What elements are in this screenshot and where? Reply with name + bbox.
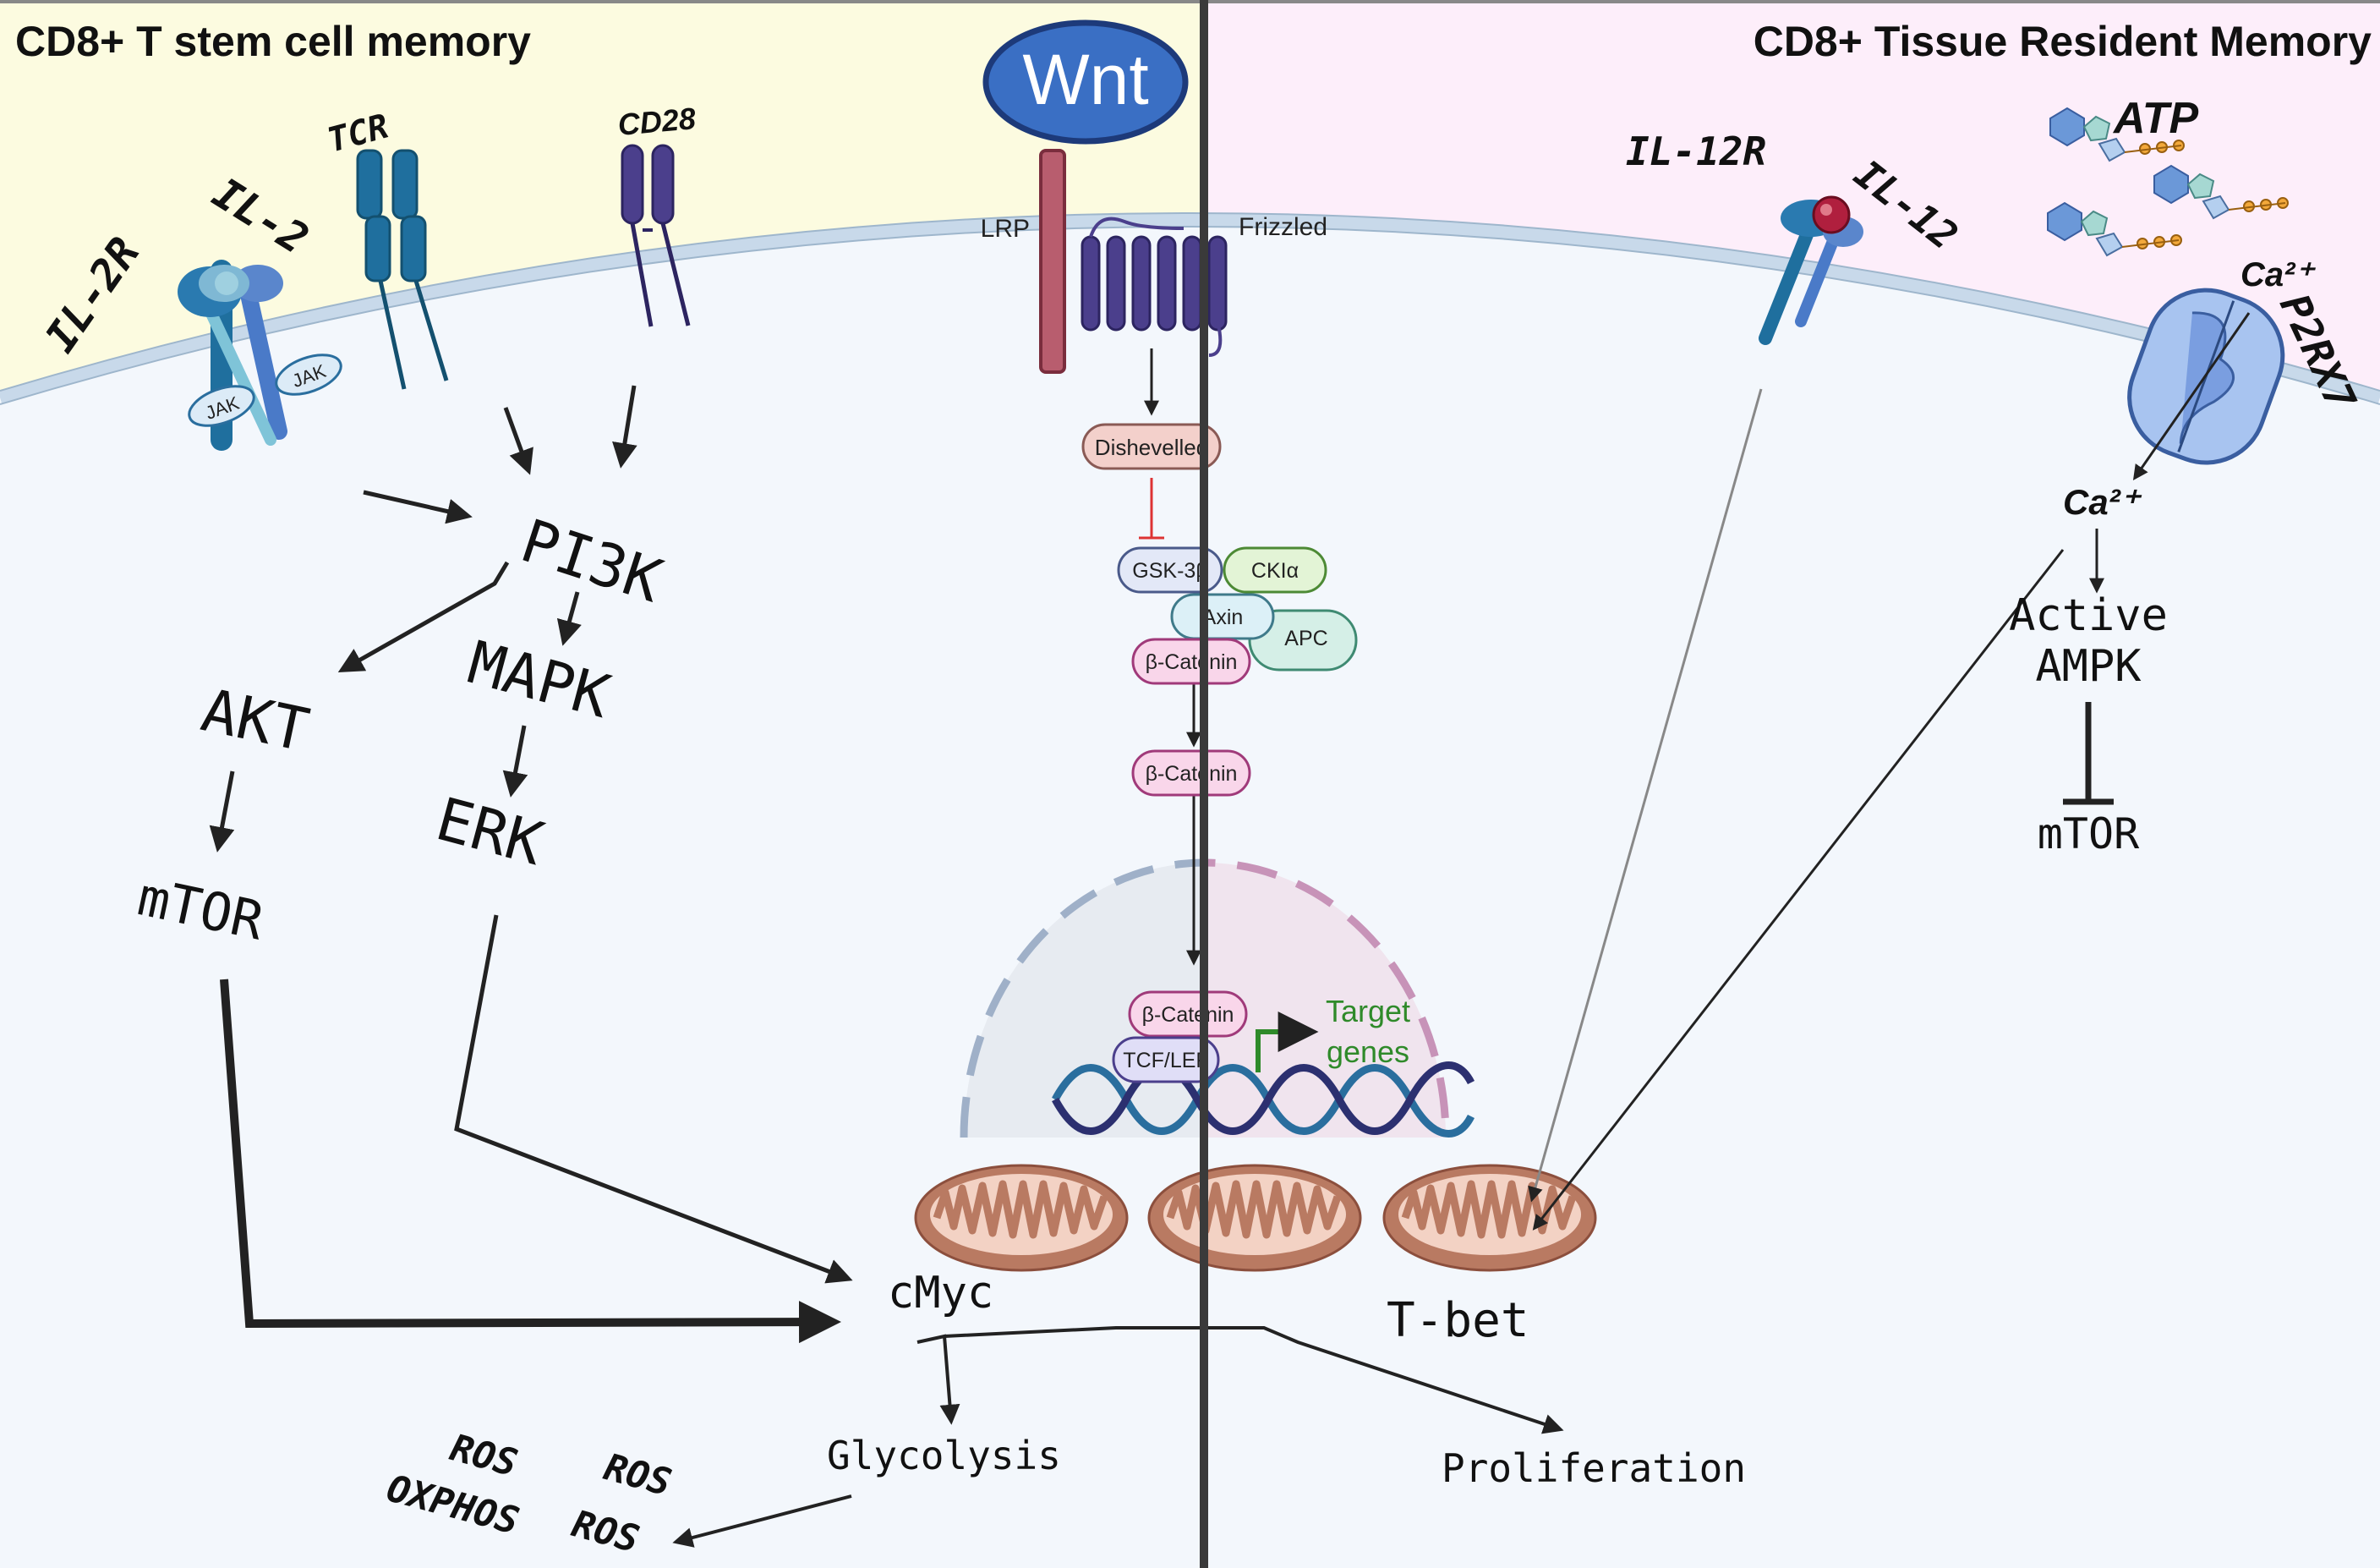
glycolysis-node: Glycolysis xyxy=(827,1433,1061,1478)
atp-molecules-icon xyxy=(2047,107,2289,257)
lrp-receptor: LRP xyxy=(981,149,1066,374)
atp-label: ATP xyxy=(2112,94,2198,143)
dishevelled-node: Dishevelled xyxy=(1081,423,1222,470)
active-label: Active xyxy=(2009,590,2168,641)
frizzled-label: Frizzled xyxy=(1239,213,1327,241)
arrow-pi3k-akt xyxy=(337,561,510,672)
arrow-il2r-pi3k xyxy=(363,490,473,524)
cell-membrane xyxy=(0,213,2380,404)
frizzled-receptor xyxy=(1081,217,1228,357)
top-border xyxy=(0,0,2380,3)
dna-helix-icon xyxy=(1052,1061,1475,1138)
dishevelled-label: Dishevelled xyxy=(1095,435,1208,460)
arrow-tcr-pi3k xyxy=(503,407,533,475)
mitochondrion-icon xyxy=(1149,1165,1360,1270)
il12-receptor xyxy=(1759,195,1863,345)
gsk3b-label: GSK-3β xyxy=(1132,559,1207,583)
bcatenin-complex-label: β-Catenin xyxy=(1146,650,1238,674)
ampk-node: AMPK xyxy=(2035,641,2142,692)
mtor-right-node: mTOR xyxy=(2038,809,2140,858)
arrow-cd28-pi3k xyxy=(612,385,637,469)
arrow-pi3k-mapk xyxy=(556,591,582,646)
il12r-label: IL-12R xyxy=(1626,129,1766,174)
arrow-mtor-cmyc xyxy=(220,979,841,1344)
panel-divider xyxy=(1200,0,1208,1568)
arrow-cmyc-proliferation xyxy=(944,1326,1564,1434)
cd28-label: CD28 xyxy=(616,101,697,142)
mitochondrion-icon xyxy=(916,1165,1127,1270)
cd28-receptor xyxy=(621,144,691,327)
arrow-calcium-tbet xyxy=(1532,549,2065,1231)
mitochondrion-icon xyxy=(1384,1165,1595,1270)
calcium-intracellular-label: Ca²⁺ xyxy=(2063,482,2142,522)
target-genes-line2: genes xyxy=(1327,1034,1409,1069)
left-panel-title: CD8+ T stem cell memory xyxy=(15,18,531,65)
target-genes-line1: Target xyxy=(1326,994,1410,1028)
tcr-receptor xyxy=(356,149,449,390)
tcf-lef-label: TCF/LEF xyxy=(1123,1049,1208,1072)
wnt-ligand: Wnt xyxy=(982,19,1189,145)
arrow-mapk-erk xyxy=(502,725,528,798)
cmyc-node: cMyc xyxy=(888,1268,993,1319)
arrow-akt-mtor xyxy=(209,770,235,853)
destruction-complex: APC CKIα GSK-3β Axin β-Catenin xyxy=(1117,546,1358,685)
bcatenin-free: β-Catenin xyxy=(1131,749,1251,797)
arrow-glycolysis-ros xyxy=(672,1494,852,1548)
proliferation-node: Proliferation xyxy=(1442,1445,1746,1491)
lrp-label: LRP xyxy=(981,215,1030,243)
arrow-calcium-influx xyxy=(2132,312,2251,480)
bcatenin-nuclear-label: β-Catenin xyxy=(1142,1003,1234,1027)
bcatenin-free-label: β-Catenin xyxy=(1146,762,1238,786)
transcription-arrow-icon xyxy=(1256,1012,1319,1072)
ck1a-label: CKIα xyxy=(1251,559,1299,583)
il2-receptor: JAK JAK xyxy=(178,260,342,451)
nuclear-complex: β-Catenin TCF/LEF xyxy=(1112,990,1248,1083)
wnt-label: Wnt xyxy=(1022,40,1148,119)
right-panel-title: CD8+ Tissue Resident Memory xyxy=(1754,18,2372,65)
calcium-extracellular-label: Ca²⁺ xyxy=(2240,256,2316,293)
arrow-il12r-tbet xyxy=(1528,388,1763,1203)
apc-label: APC xyxy=(1284,627,1327,650)
arrow-erk-cmyc xyxy=(454,914,853,1284)
axin-label: Axin xyxy=(1202,606,1244,629)
tbet-node: T-bet xyxy=(1387,1293,1529,1348)
